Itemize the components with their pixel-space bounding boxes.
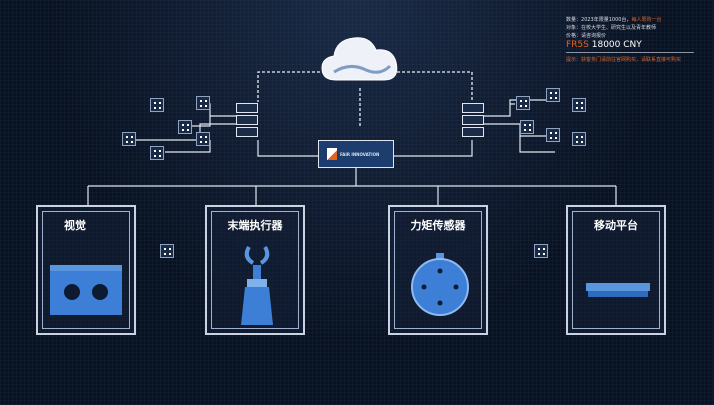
server-right-icon xyxy=(462,103,484,137)
hub-controller: FAIR INNOVATION xyxy=(318,140,394,168)
node-icon xyxy=(150,146,164,160)
fair-logo-icon xyxy=(327,148,337,160)
node-icon xyxy=(516,96,530,110)
server-left-icon xyxy=(236,103,258,137)
torque-sensor-icon xyxy=(411,253,469,316)
module-card-vision[interactable]: 视觉 xyxy=(36,205,136,335)
quantity-note: 每人限购一台 xyxy=(631,17,662,23)
node-icon xyxy=(122,132,136,146)
module-label: 末端执行器 xyxy=(227,219,283,232)
node-icon xyxy=(572,132,586,146)
price-value: 18000 CNY xyxy=(591,40,642,50)
node-icon xyxy=(178,120,192,134)
quantity-value: 2023年限量1000台， xyxy=(581,17,632,23)
node-icon xyxy=(196,96,210,110)
module-card-torque-sensor[interactable]: 力矩传感器 xyxy=(388,205,488,335)
price-text: 请咨询报价 xyxy=(581,33,607,39)
tip-text: 提示：获客务门请前往官网购买，请联系直接可购买 xyxy=(566,57,682,63)
model-name: FR5S xyxy=(566,40,589,50)
quantity-label: 数量： xyxy=(566,17,582,23)
node-icon xyxy=(546,128,560,142)
node-icon xyxy=(572,98,586,112)
audience-value: 在校大学生、研究生以及青年教师 xyxy=(581,25,657,31)
info-panel: 数量：2023年限量1000台，每人限购一台 对象：在校大学生、研究生以及青年教… xyxy=(566,16,694,64)
divider xyxy=(566,52,694,53)
mobile-platform-icon xyxy=(586,283,650,297)
price-label: 价格： xyxy=(566,33,582,39)
node-icon xyxy=(150,98,164,112)
module-card-end-effector[interactable]: 末端执行器 xyxy=(205,205,305,335)
audience-label: 对象： xyxy=(566,25,582,31)
camera-module-icon xyxy=(50,265,122,315)
cloud-icon xyxy=(321,37,398,81)
module-card-mobile-platform[interactable]: 移动平台 xyxy=(566,205,666,335)
hub-logo-text: FAIR INNOVATION xyxy=(340,151,380,157)
node-icon xyxy=(520,120,534,134)
module-label: 力矩传感器 xyxy=(410,219,466,232)
module-label: 移动平台 xyxy=(594,219,638,232)
module-label: 视觉 xyxy=(64,219,86,232)
gripper-icon xyxy=(241,245,273,325)
node-icon xyxy=(160,244,174,258)
node-icon xyxy=(196,132,210,146)
node-icon xyxy=(546,88,560,102)
node-icon xyxy=(534,244,548,258)
